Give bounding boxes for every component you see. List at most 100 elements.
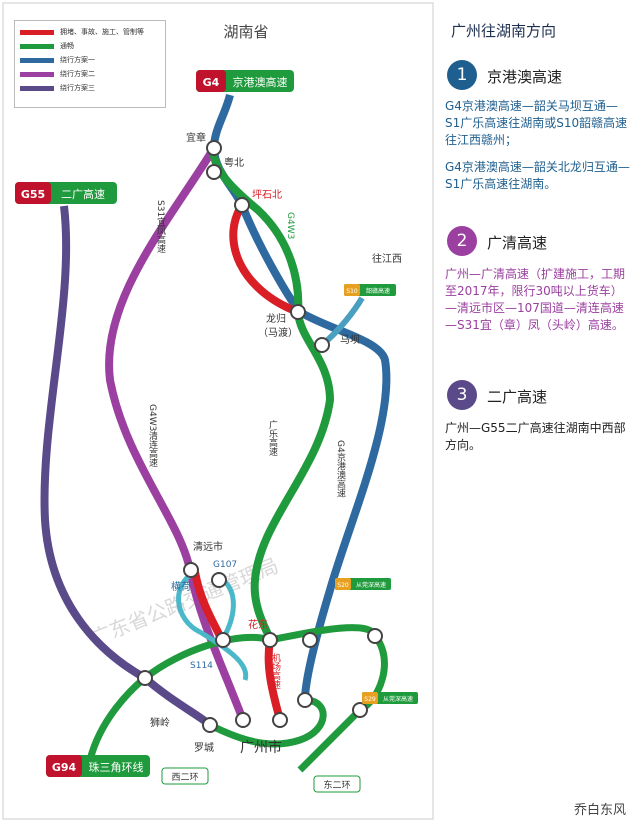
badge-s29-name: 从莞深高速 bbox=[383, 695, 413, 703]
legend-label: 绕行方案三 bbox=[60, 84, 95, 92]
legend-swatch-purple bbox=[20, 71, 54, 77]
legend-row: 通畅 bbox=[20, 39, 160, 53]
place-yizhang: 宜章 bbox=[186, 131, 206, 144]
section-3-title: 二广高速 bbox=[487, 388, 548, 406]
node-shiling-north bbox=[137, 670, 153, 686]
section-2-title: 广清高速 bbox=[487, 234, 548, 252]
node-s20 bbox=[367, 628, 383, 644]
section-3-body: 广州—G55二广高速往湖南中西部方向。 bbox=[445, 420, 633, 464]
node-huadong-east bbox=[302, 632, 318, 648]
road-g4w3b-label: G4W3清连高速 bbox=[147, 404, 158, 468]
legend-swatch-darkpurple bbox=[20, 85, 54, 91]
badge-g94-name: 珠三角环线 bbox=[89, 760, 144, 774]
route-g55 bbox=[40, 205, 213, 729]
panel-title: 广州往湖南方向 bbox=[451, 22, 557, 40]
map-legend: 拥堵、事故、施工、管制等 通畅 绕行方案一 绕行方案二 绕行方案三 bbox=[14, 20, 166, 108]
node-luocheng bbox=[202, 717, 218, 733]
road-guangle-label: 广乐高速 bbox=[267, 419, 278, 457]
legend-label: 拥堵、事故、施工、管制等 bbox=[60, 28, 144, 36]
node-longgui bbox=[290, 304, 306, 320]
place-qingyuan: 清远市 bbox=[193, 540, 223, 553]
node-yuebei bbox=[206, 164, 222, 180]
place-maba: 马坝 bbox=[340, 334, 360, 346]
account-watermark: 乔白东风 bbox=[573, 803, 626, 818]
legend-row: 绕行方案一 bbox=[20, 53, 160, 67]
route-guangle bbox=[209, 147, 335, 641]
node-airport bbox=[272, 712, 288, 728]
legend-swatch-red bbox=[20, 29, 54, 35]
badge-g4-code: G4 bbox=[203, 76, 220, 89]
node-qingyuan-east bbox=[211, 572, 227, 588]
legend-label: 绕行方案一 bbox=[60, 56, 95, 64]
place-pingshibei: 坪石北 bbox=[252, 188, 282, 201]
badge-s29-code: S29 bbox=[364, 696, 376, 703]
section-2-paragraph-1: 广州—广清高速（扩建施工，工期至2017年，限行30吨以上货车）—清远市区—10… bbox=[445, 267, 626, 332]
node-huadong bbox=[262, 632, 278, 648]
section-3-number: 3 bbox=[447, 380, 477, 410]
place-luocheng: 罗城 bbox=[194, 742, 214, 754]
route-description-panel: 广州往湖南方向 1 京港澳高速 G4京港澳高速—韶关马坝互通—S1广乐高速往湖南… bbox=[437, 0, 640, 826]
road-g4-label: G4京港澳高速 bbox=[335, 440, 346, 499]
ring-xierhuan-label: 西二环 bbox=[171, 772, 198, 783]
section-1-body: G4京港澳高速—韶关马坝互通—S1广乐高速往湖南或S10韶赣高速往江西赣州； G… bbox=[445, 98, 633, 203]
route-s31 bbox=[105, 145, 247, 722]
place-longgui: 龙归 bbox=[266, 312, 286, 325]
road-labels: S31宜凤高速 G4W3 G4W3清连高速 广乐高速 G4京港澳高速 机场高速 … bbox=[147, 200, 346, 690]
place-guangzhou: 广州市 bbox=[240, 739, 282, 756]
node-s29 bbox=[352, 702, 368, 718]
place-labels: 宜章 粤北 坪石北 往江西 龙归 （马渡） 马坝 清远市 横荷 花东 狮岭 罗城… bbox=[150, 131, 402, 756]
route-map: 广东省公路交通管理局 bbox=[2, 2, 434, 820]
place-madu: （马渡） bbox=[258, 326, 298, 339]
badge-s20-code: S20 bbox=[337, 582, 349, 589]
badge-s29: S29 从莞深高速 bbox=[362, 692, 418, 704]
badge-s10-code: S10 bbox=[346, 288, 358, 295]
node-pingshibei bbox=[234, 197, 250, 213]
ring-dongerhuan: 东二环 bbox=[313, 775, 361, 793]
route-map-svg: 广东省公路交通管理局 bbox=[2, 2, 434, 820]
legend-label: 通畅 bbox=[60, 42, 74, 50]
badge-g55-name: 二广高速 bbox=[61, 187, 105, 201]
badge-s20-name: 从莞深高速 bbox=[356, 581, 386, 589]
road-s31-label: S31宜凤高速 bbox=[155, 200, 166, 254]
legend-label: 绕行方案二 bbox=[60, 70, 95, 78]
section-1-paragraph-2: G4京港澳高速—韶关北龙归互通—S1广乐高速往湖南。 bbox=[445, 160, 630, 191]
badge-g55: G55 二广高速 bbox=[15, 182, 117, 204]
node-yizhang bbox=[206, 140, 222, 156]
place-yuebei: 粤北 bbox=[224, 156, 244, 169]
badge-g4-name: 京港澳高速 bbox=[233, 75, 288, 89]
node-guangzhou-east bbox=[297, 692, 313, 708]
node-qingyuan bbox=[183, 562, 199, 578]
province-label: 湖南省 bbox=[223, 23, 268, 41]
legend-row: 绕行方案三 bbox=[20, 81, 160, 95]
ring-xierhuan: 西二环 bbox=[161, 767, 209, 785]
place-banghe: 横荷 bbox=[171, 580, 191, 593]
road-s114-label: S114 bbox=[190, 661, 213, 671]
place-wangjiangxi: 往江西 bbox=[372, 252, 402, 265]
badge-s10-name: 韶赣高速 bbox=[366, 287, 390, 295]
badge-g55-code: G55 bbox=[21, 188, 45, 201]
place-shiling: 狮岭 bbox=[150, 716, 170, 729]
road-g107-label: G107 bbox=[213, 560, 237, 570]
badge-s10: S10 韶赣高速 bbox=[344, 284, 396, 296]
badge-s20: S20 从莞深高速 bbox=[335, 578, 391, 590]
node-maba bbox=[314, 337, 330, 353]
section-2-number: 2 bbox=[447, 226, 477, 256]
badge-g4: G4 京港澳高速 bbox=[196, 70, 294, 92]
section-1-number: 1 bbox=[447, 60, 477, 90]
section-1-paragraph-1: G4京港澳高速—韶关马坝互通—S1广乐高速往湖南或S10韶赣高速往江西赣州； bbox=[445, 99, 628, 147]
interchange-nodes bbox=[137, 140, 383, 733]
legend-row: 绕行方案二 bbox=[20, 67, 160, 81]
legend-row: 拥堵、事故、施工、管制等 bbox=[20, 25, 160, 39]
legend-swatch-blue bbox=[20, 57, 54, 63]
section-1-title: 京港澳高速 bbox=[487, 68, 563, 86]
section-3-paragraph-1: 广州—G55二广高速往湖南中西部方向。 bbox=[445, 421, 626, 452]
badge-g94: G94 珠三角环线 bbox=[46, 755, 150, 777]
route-red-north bbox=[229, 202, 300, 316]
section-2-body: 广州—广清高速（扩建施工，工期至2017年，限行30吨以上货车）—清远市区—10… bbox=[445, 266, 633, 344]
place-huadong: 花东 bbox=[248, 618, 268, 631]
road-jichang-label: 机场高速 bbox=[270, 652, 281, 690]
road-g4w3a-label: G4W3 bbox=[285, 212, 295, 239]
badge-g94-code: G94 bbox=[52, 761, 77, 774]
legend-swatch-green bbox=[20, 43, 54, 49]
node-s114 bbox=[215, 632, 231, 648]
